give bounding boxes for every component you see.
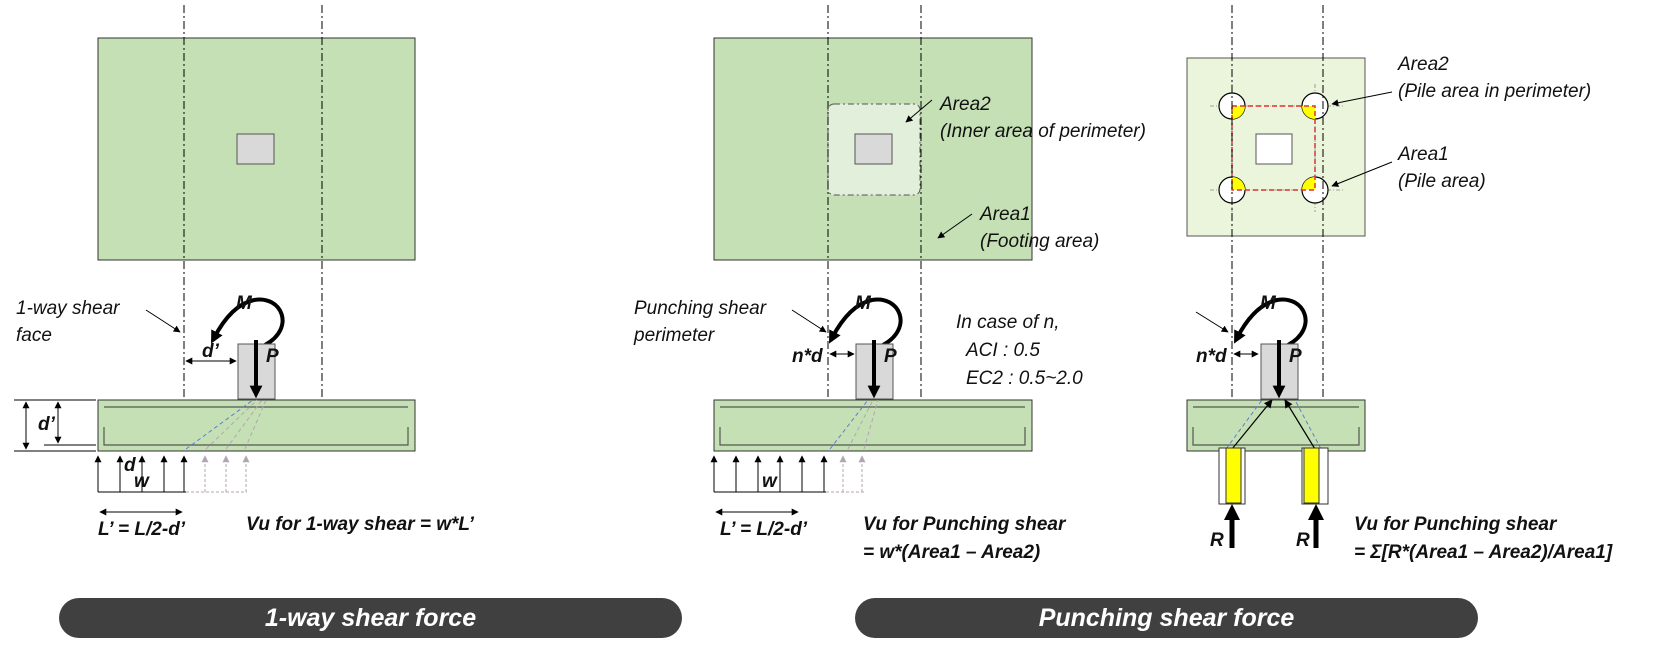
d-prime-label: d’ xyxy=(202,341,220,362)
punching-perimeter-plan xyxy=(1231,105,1316,191)
pile-cap-elevation xyxy=(1186,399,1366,452)
moment-arrow xyxy=(829,297,903,347)
footing-elevation xyxy=(713,399,1033,452)
moment-arrow xyxy=(1234,297,1308,347)
L-prime-label: L’ = L/2-d’ xyxy=(720,519,808,540)
area2-label: Area2 xyxy=(1397,54,1449,75)
shear-face-pointer xyxy=(145,309,181,333)
struts xyxy=(1231,399,1316,450)
nd-label: n*d xyxy=(1196,346,1227,367)
soil-pressure-arrows xyxy=(710,455,828,492)
one-way-shear-diagram: 1-way shear face M P d’ d’ xyxy=(14,5,475,540)
area1-label: Area1 xyxy=(1397,144,1449,165)
rebar-bottom xyxy=(1192,427,1360,446)
pile-left xyxy=(1225,447,1242,504)
pile-punching-shear-diagram: Area2 (Pile area in perimeter) Area1 (Pi… xyxy=(1186,5,1613,563)
area1-pointer xyxy=(937,213,973,239)
shear-face-label-2: face xyxy=(16,325,52,346)
axial-load-label: P xyxy=(1289,346,1302,367)
soil-pressure-arrows-dashed xyxy=(839,455,866,492)
moment-label: M xyxy=(236,293,253,314)
reaction-right-label: R xyxy=(1296,530,1310,551)
ec2-label: EC2 : 0.5~2.0 xyxy=(966,368,1083,389)
pile-formula-1: Vu for Punching shear xyxy=(1354,514,1558,535)
axial-load-label: P xyxy=(884,346,897,367)
overall-depth-label: d’ xyxy=(38,414,56,435)
area2-pointer xyxy=(1331,91,1393,107)
n-case-label: In case of n, xyxy=(956,312,1060,333)
punching-shear-diagram: Area2 (Inner area of perimeter) Area1 (F… xyxy=(633,5,1146,563)
moment-arrow xyxy=(211,297,285,347)
area1-label: Area1 xyxy=(979,204,1031,225)
pile-right xyxy=(1303,447,1320,504)
rebar-bottom xyxy=(103,427,409,446)
w-label: w xyxy=(762,471,778,492)
area1-desc: (Footing area) xyxy=(980,231,1099,252)
punching-formula-2: = w*(Area1 – Area2) xyxy=(863,542,1040,563)
d-label: d xyxy=(124,455,136,476)
column-plan xyxy=(854,133,893,165)
footing-elevation xyxy=(97,399,416,452)
nd-pointer xyxy=(1195,311,1229,333)
one-way-shear-banner: 1-way shear force xyxy=(59,598,682,638)
w-label: w xyxy=(134,471,150,492)
column-plan xyxy=(1255,133,1293,165)
nd-label: n*d xyxy=(792,346,823,367)
shear-cracks xyxy=(185,399,267,450)
shear-cracks xyxy=(1225,399,1322,450)
moment-label: M xyxy=(855,293,872,314)
axial-load-label: P xyxy=(266,346,279,367)
area2-desc: (Inner area of perimeter) xyxy=(940,121,1146,142)
area1-desc: (Pile area) xyxy=(1398,171,1486,192)
rebar-bottom xyxy=(719,427,1026,446)
L-prime-label: L’ = L/2-d’ xyxy=(98,519,186,540)
area2-desc: (Pile area in perimeter) xyxy=(1398,81,1591,102)
one-way-formula: Vu for 1-way shear = w*L’ xyxy=(246,514,475,535)
punching-formula-1: Vu for Punching shear xyxy=(863,514,1067,535)
reaction-left-label: R xyxy=(1210,530,1224,551)
perimeter-label-1: Punching shear xyxy=(634,298,767,319)
soil-pressure-arrows xyxy=(94,455,188,492)
shear-cracks xyxy=(829,399,879,450)
perimeter-pointer xyxy=(791,309,827,333)
column-plan xyxy=(236,133,275,165)
soil-pressure-arrows-dashed xyxy=(201,455,250,492)
aci-label: ACI : 0.5 xyxy=(965,340,1040,361)
area2-pointer xyxy=(905,99,933,123)
area2-label: Area2 xyxy=(939,94,991,115)
punching-shear-banner: Punching shear force xyxy=(855,598,1478,638)
pile-formula-2: = Σ[R*(Area1 – Area2)/Area1] xyxy=(1354,542,1613,563)
moment-label: M xyxy=(1260,293,1277,314)
area1-pointer xyxy=(1331,161,1393,187)
perimeter-label-2: perimeter xyxy=(633,325,715,346)
shear-face-label-1: 1-way shear xyxy=(16,298,120,319)
